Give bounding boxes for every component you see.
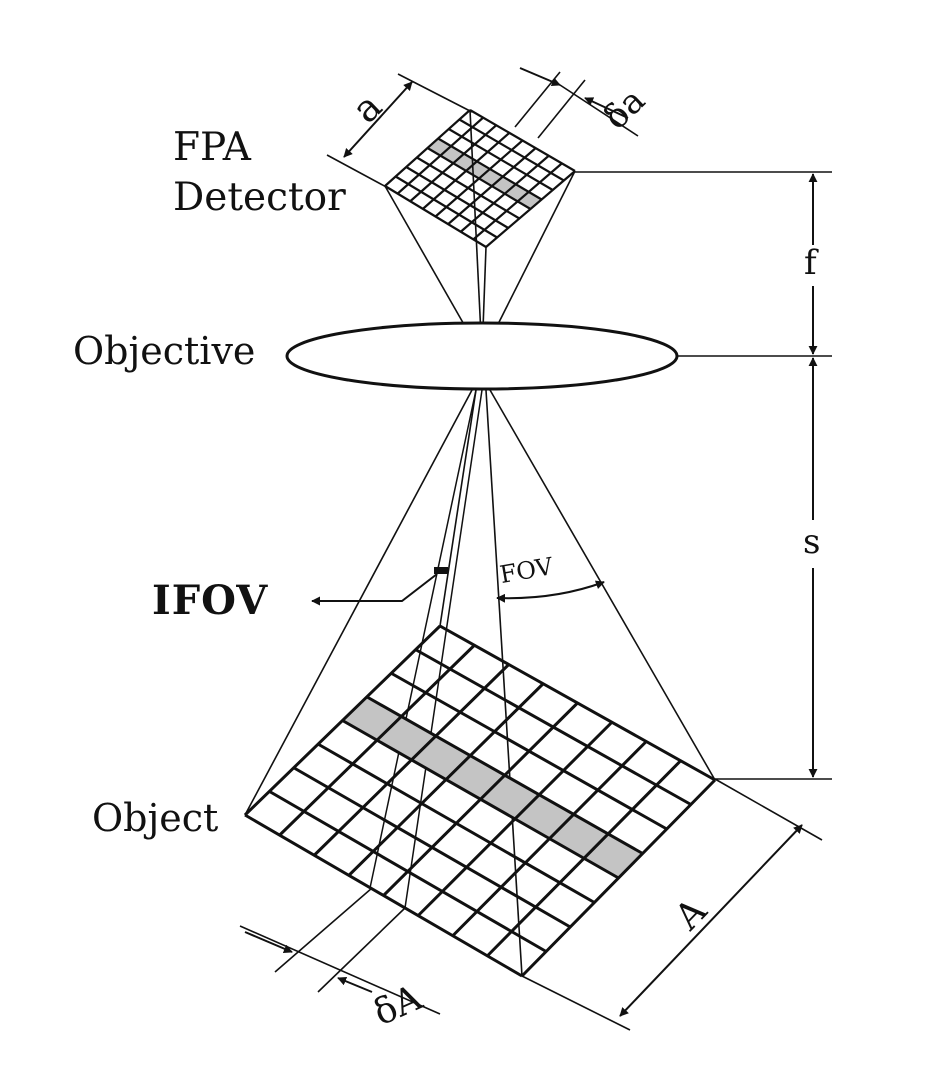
object-grid-row-line	[243, 624, 442, 817]
object-grid-row-line	[313, 663, 510, 857]
objective-lens	[285, 321, 679, 391]
A-label: A	[667, 890, 716, 939]
detector-grid-row-line	[384, 109, 471, 187]
detector-grid-row-line	[396, 116, 484, 195]
ifov-beam	[369, 389, 483, 909]
object-label: Object	[92, 796, 218, 840]
fov-label: FOV	[498, 552, 556, 589]
detector-label: Detector	[173, 175, 346, 220]
ifov-leader	[311, 573, 438, 606]
detector-grid-row-line	[422, 132, 511, 210]
dimension-delta-A	[239, 887, 441, 1015]
ifov-marker	[434, 567, 448, 574]
detector-grid-row-line	[409, 124, 497, 203]
detector-grid-row-line	[447, 147, 537, 225]
ifov-label: IFOV	[152, 577, 268, 624]
detector-grid-lines	[384, 109, 576, 248]
dimension-a	[326, 73, 473, 190]
a-label: a	[343, 84, 390, 131]
detector-grid-row-line	[434, 139, 524, 218]
s-label: s	[803, 522, 820, 562]
object-grid-row-line	[382, 701, 579, 897]
fpa-label: FPA	[173, 125, 252, 170]
dimension-s	[715, 357, 832, 780]
object-grid-row-line	[451, 740, 648, 937]
dimension-delta-a	[514, 67, 639, 139]
detector-grid-row-line	[485, 170, 576, 248]
f-label: f	[804, 243, 819, 283]
fov-cone	[244, 389, 716, 977]
delta-a-label: δa	[596, 80, 653, 137]
object-grid-row-line	[417, 721, 613, 917]
detector-grid-row-line	[472, 162, 563, 241]
objective-label: Objective	[73, 329, 255, 373]
object-grid-row-line	[486, 759, 682, 957]
fpa-detector-grid	[384, 109, 576, 248]
object-grid-lines	[243, 624, 717, 978]
object-grid-row-line	[520, 778, 717, 978]
object-grid-row-line	[347, 682, 545, 877]
dimension-A	[521, 778, 823, 1031]
fov-arc	[496, 580, 605, 603]
object-grid-row-line	[278, 644, 476, 837]
dimension-f	[575, 171, 832, 357]
object-grid	[243, 624, 717, 978]
